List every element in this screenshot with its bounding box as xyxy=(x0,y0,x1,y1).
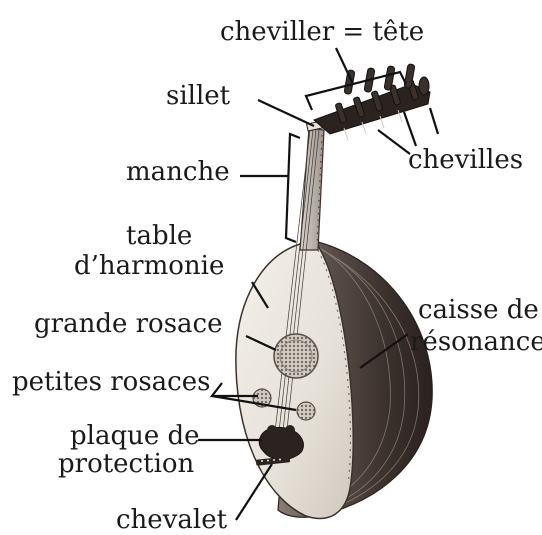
sillet-leader xyxy=(258,100,314,126)
large-rosette xyxy=(274,334,318,378)
label-table-line1: table xyxy=(126,221,192,251)
oud-illustration xyxy=(236,64,432,519)
chevilles-leader-2 xyxy=(404,112,416,146)
chevilles-leader-3 xyxy=(430,108,438,134)
chevalet-leader xyxy=(236,464,272,520)
manche-bracket xyxy=(286,134,300,242)
cheviller-leader xyxy=(336,48,353,84)
label-plaque-line1: plaque de xyxy=(70,421,200,451)
pickguard-lobe-left xyxy=(267,425,277,435)
label-grande-rosace: grande rosace xyxy=(34,309,223,339)
small-rosette-right xyxy=(297,402,315,420)
label-petites-rosaces: petites rosaces xyxy=(12,367,210,397)
neck xyxy=(300,128,324,250)
label-caisse-line2: résonance xyxy=(410,327,542,357)
pickguard xyxy=(259,427,303,459)
pickguard-lobe-right xyxy=(285,425,295,435)
label-caisse-line1: caisse de xyxy=(418,295,539,325)
label-chevilles: chevilles xyxy=(408,145,523,175)
label-sillet: sillet xyxy=(166,81,231,111)
label-plaque-line2: protection xyxy=(58,449,195,479)
label-cheviller: cheviller = tête xyxy=(220,17,424,47)
label-chevalet: chevalet xyxy=(116,505,228,535)
label-manche: manche xyxy=(126,157,230,187)
chevilles-leader-1 xyxy=(378,130,410,154)
label-table-line2: d’harmonie xyxy=(74,251,224,281)
